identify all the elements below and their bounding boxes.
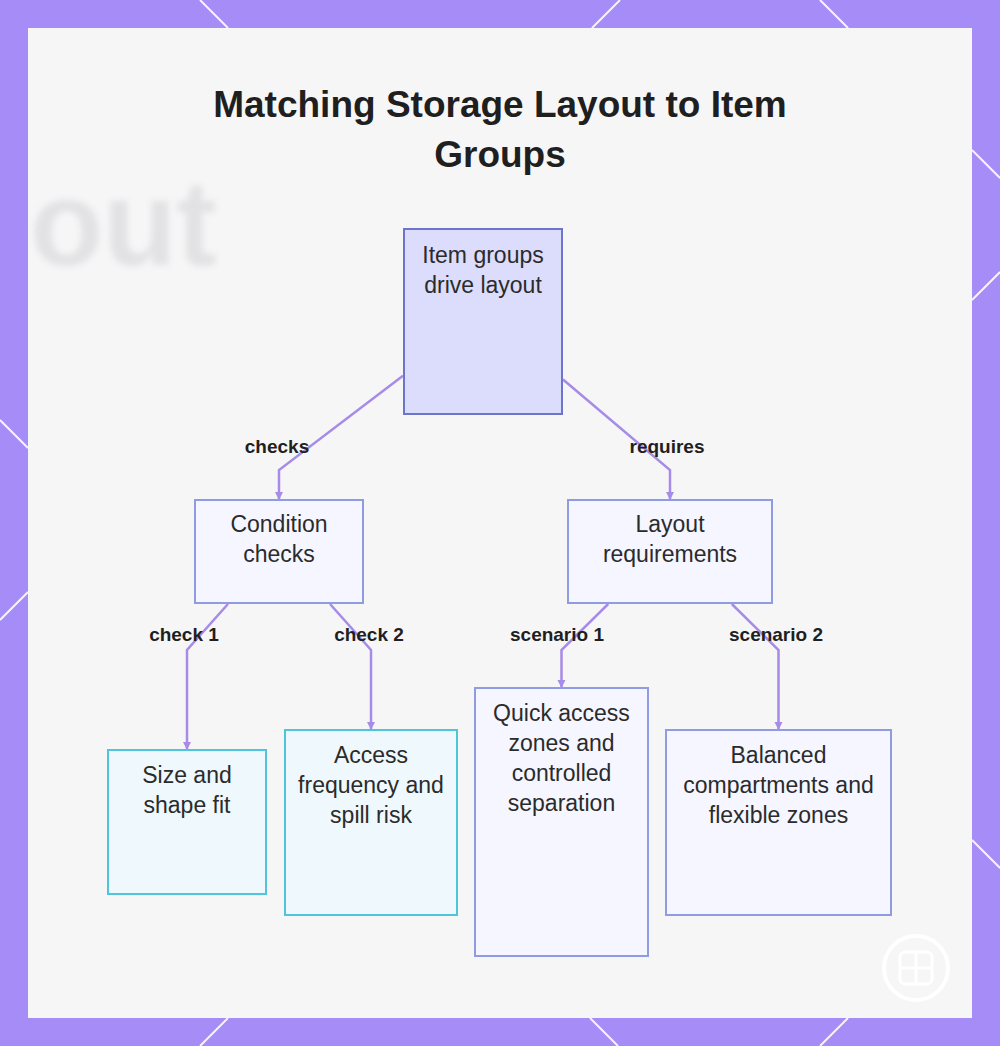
process-box: Quick access zones and controlled separa… xyxy=(474,687,649,957)
connector-arrow xyxy=(732,604,779,729)
node-text: Item groups drive layout xyxy=(415,240,551,300)
process-box: Size and shape fit xyxy=(107,749,267,895)
edge-label: scenario 2 xyxy=(729,624,823,646)
watermark-text: out xyxy=(30,158,217,288)
edge-label: scenario 1 xyxy=(510,624,604,646)
diagram-title: Matching Storage Layout to Item Groups xyxy=(170,80,830,180)
root-box: Item groups drive layout xyxy=(403,228,563,415)
node-text: Layout requirements xyxy=(575,509,765,569)
process-box: Condition checks xyxy=(194,499,364,604)
edge-label: checks xyxy=(245,436,309,458)
watermark-icon xyxy=(880,932,952,1004)
node-text: Balanced compartments and flexible zones xyxy=(677,740,880,830)
connector-arrow xyxy=(330,604,371,729)
edge-label: requires xyxy=(630,436,705,458)
connector-arrow xyxy=(562,604,609,687)
node-text: Quick access zones and controlled separa… xyxy=(486,698,637,818)
node-text: Condition checks xyxy=(202,509,356,569)
edge-label: check 2 xyxy=(334,624,404,646)
process-box: Layout requirements xyxy=(567,499,773,604)
node-text: Size and shape fit xyxy=(117,760,257,820)
edge-label: check 1 xyxy=(149,624,219,646)
node-text: Access frequency and spill risk xyxy=(294,740,448,830)
process-box: Balanced compartments and flexible zones xyxy=(665,729,892,916)
process-box: Access frequency and spill risk xyxy=(284,729,458,916)
